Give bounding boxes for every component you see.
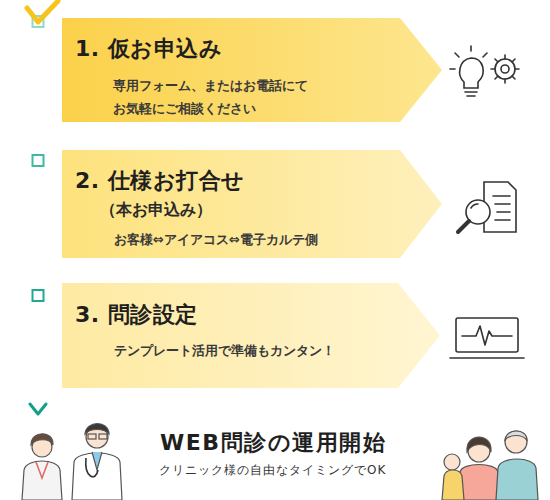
family-illustration [442,431,538,500]
step-body: 専用フォーム、またはお電話にて お気軽にご相談ください [113,74,313,120]
doctors-illustration [22,424,122,500]
search-icon [458,182,516,232]
step-title: 3. 問診設定 [75,300,198,330]
step-body: お客様⇔アイアコス⇔電子カルテ側 [114,228,318,251]
idea-icon [450,46,519,96]
step-subtitle: （本お申込み） [100,200,212,221]
step-band: 2. 仕様お打合せ （本お申込み） お客様⇔アイアコス⇔電子カルテ側 [62,150,442,258]
monitor-icon [450,318,524,358]
result-heading: WEB問診の運用開始 [160,428,386,458]
step-band: 3. 問診設定テンプレート活用で準備もカンタン！ [62,283,440,388]
timeline [27,1,58,414]
step-band: 1. 仮お申込み専用フォーム、またはお電話にて お気軽にご相談ください [62,18,442,122]
step-title: 2. 仕様お打合せ [75,166,245,196]
step-title: 1. 仮お申込み [75,34,222,64]
result-note: クリニック様の自由なタイミングでOK [159,462,386,479]
step-body: テンプレート活用で準備もカンタン！ [114,339,335,362]
band-shape [62,283,440,388]
